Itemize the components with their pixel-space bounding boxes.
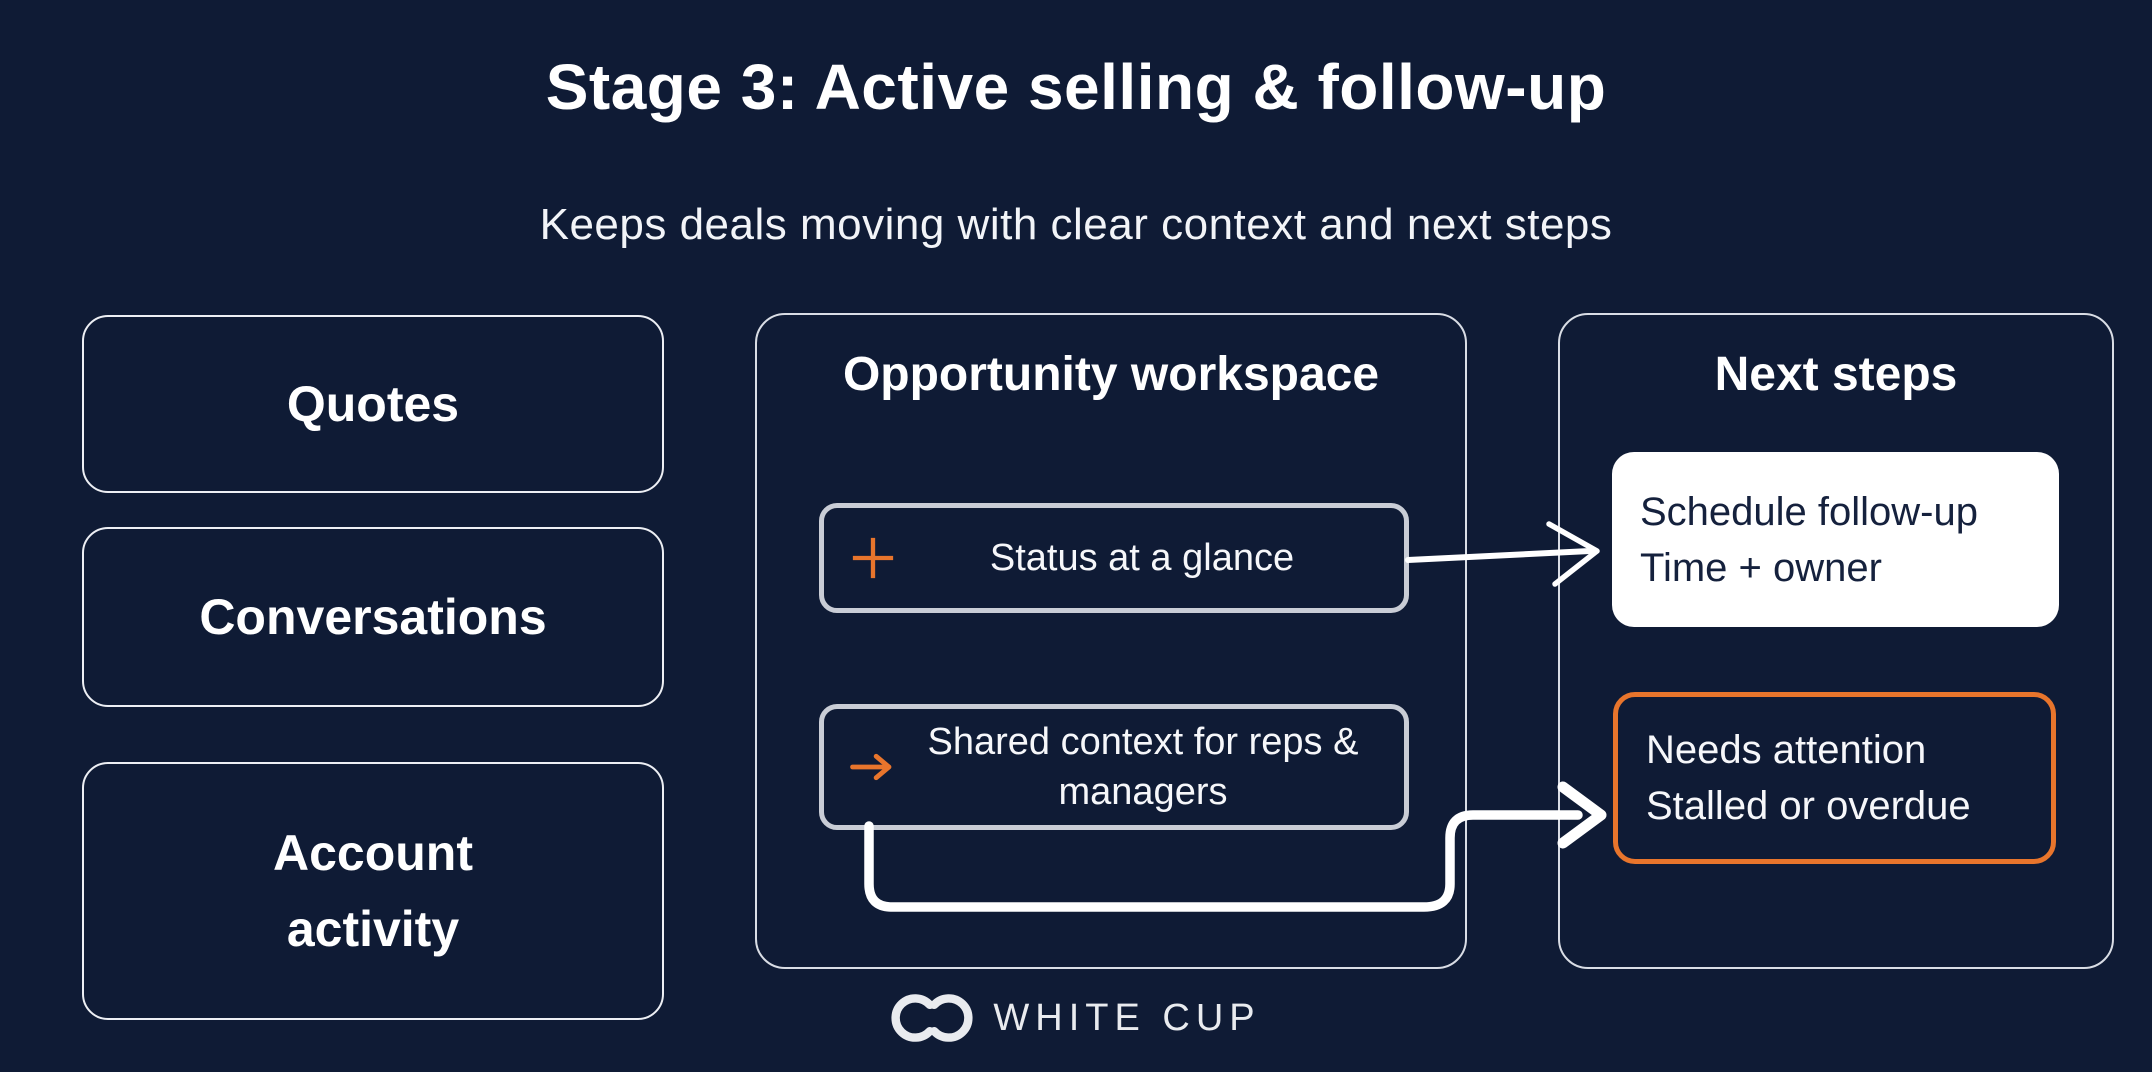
schedule-card-line2: Time + owner bbox=[1640, 545, 1882, 590]
account-activity-label-line1: Account bbox=[273, 825, 473, 881]
status-at-a-glance-box: Status at a glance bbox=[819, 503, 1409, 613]
shared-context-label-line2: & managers bbox=[1058, 721, 1359, 813]
schedule-follow-up-card: Schedule follow-up Time + owner bbox=[1612, 452, 2059, 627]
conversations-box: Conversations bbox=[82, 527, 664, 707]
conversations-label-line1: Conversations bbox=[199, 589, 547, 645]
account-activity-label: Account activity bbox=[273, 815, 473, 967]
account-activity-box: Account activity bbox=[82, 762, 664, 1020]
schedule-card-line1: Schedule follow-up bbox=[1640, 489, 1978, 534]
shared-context-box: Shared context for reps & managers bbox=[819, 704, 1409, 830]
page-subtitle: Keeps deals moving with clear context an… bbox=[539, 200, 1613, 249]
arrow-right-icon bbox=[850, 752, 898, 782]
account-activity-label-line2: activity bbox=[286, 901, 460, 957]
needs-attention-card-line1: Needs attention bbox=[1646, 728, 1927, 772]
status-at-a-glance-label: Status at a glance bbox=[906, 533, 1378, 583]
conversations-label: Conversations bbox=[199, 579, 546, 655]
needs-attention-card-line2: Stalled or overdue bbox=[1646, 784, 1971, 828]
brand-name: WHITE CUP bbox=[993, 996, 1261, 1039]
quotes-box: Quotes bbox=[82, 315, 664, 493]
status-label-line1: Status at a glance bbox=[989, 537, 1295, 579]
needs-attention-card: Needs attention Stalled or overdue bbox=[1613, 692, 2056, 864]
opportunity-workspace-box: Opportunity workspace Status at a glance bbox=[755, 313, 1467, 969]
shared-context-label-line1: Shared context for reps bbox=[927, 721, 1323, 763]
quotes-label: Quotes bbox=[287, 366, 459, 442]
next-steps-box: Next steps Schedule follow-up Time + own… bbox=[1558, 313, 2114, 969]
brand-footer: WHITE CUP bbox=[0, 990, 2152, 1046]
plus-icon bbox=[850, 535, 896, 581]
shared-context-label: Shared context for reps & managers bbox=[908, 717, 1378, 817]
quotes-label-line1: Quotes bbox=[286, 376, 460, 432]
page-title: Stage 3: Active selling & follow-up bbox=[545, 51, 1607, 123]
whitecup-logo-icon bbox=[891, 990, 973, 1046]
next-steps-title: Next steps bbox=[1714, 348, 1958, 401]
opportunity-workspace-title: Opportunity workspace bbox=[842, 348, 1380, 401]
